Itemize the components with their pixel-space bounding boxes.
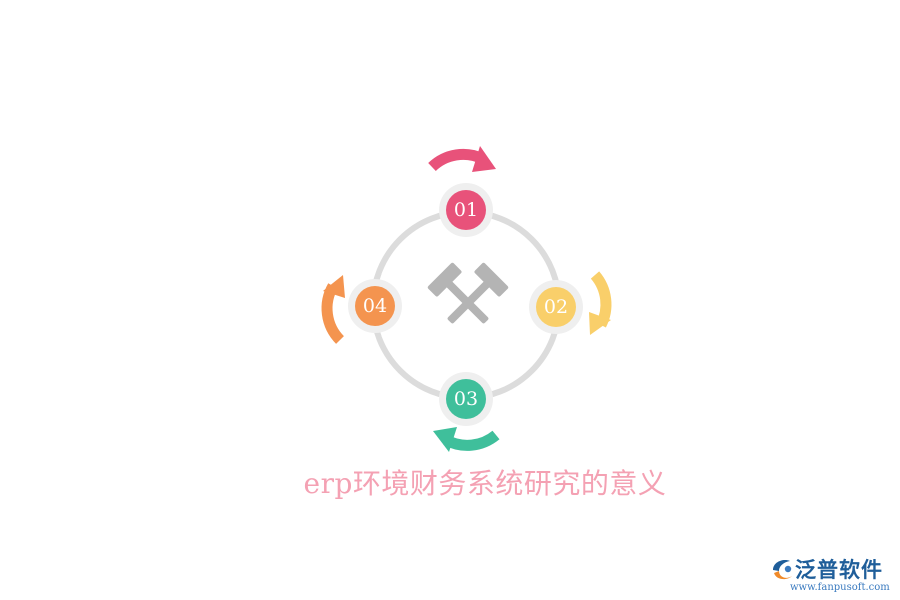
- node-02-cycle-arrow: [589, 271, 612, 335]
- diagram-title: erp环境财务系统研究的意义: [303, 467, 667, 500]
- brand-url: www.fanpusoft.com: [790, 582, 890, 593]
- node-03-cycle-arrow: [433, 427, 500, 452]
- node-04-circle: [355, 286, 395, 326]
- brand-watermark: 泛普软件 www.fanpusoft.com: [770, 554, 895, 594]
- fanpu-logo-icon: [773, 560, 792, 580]
- node-03-circle: [446, 379, 486, 419]
- node-04-label: 04: [363, 295, 387, 317]
- node-02-label: 02: [544, 296, 568, 318]
- node-03-label: 03: [454, 388, 478, 410]
- node-01-cycle-arrow: [428, 146, 496, 172]
- crossed-hammers-icon: [427, 262, 509, 324]
- node-04-cycle-arrow: [321, 275, 345, 344]
- node-02-circle: [536, 287, 576, 327]
- node-01-label: 01: [454, 199, 478, 221]
- node-01-circle: [446, 190, 486, 230]
- brand-name: 泛普软件: [795, 558, 883, 582]
